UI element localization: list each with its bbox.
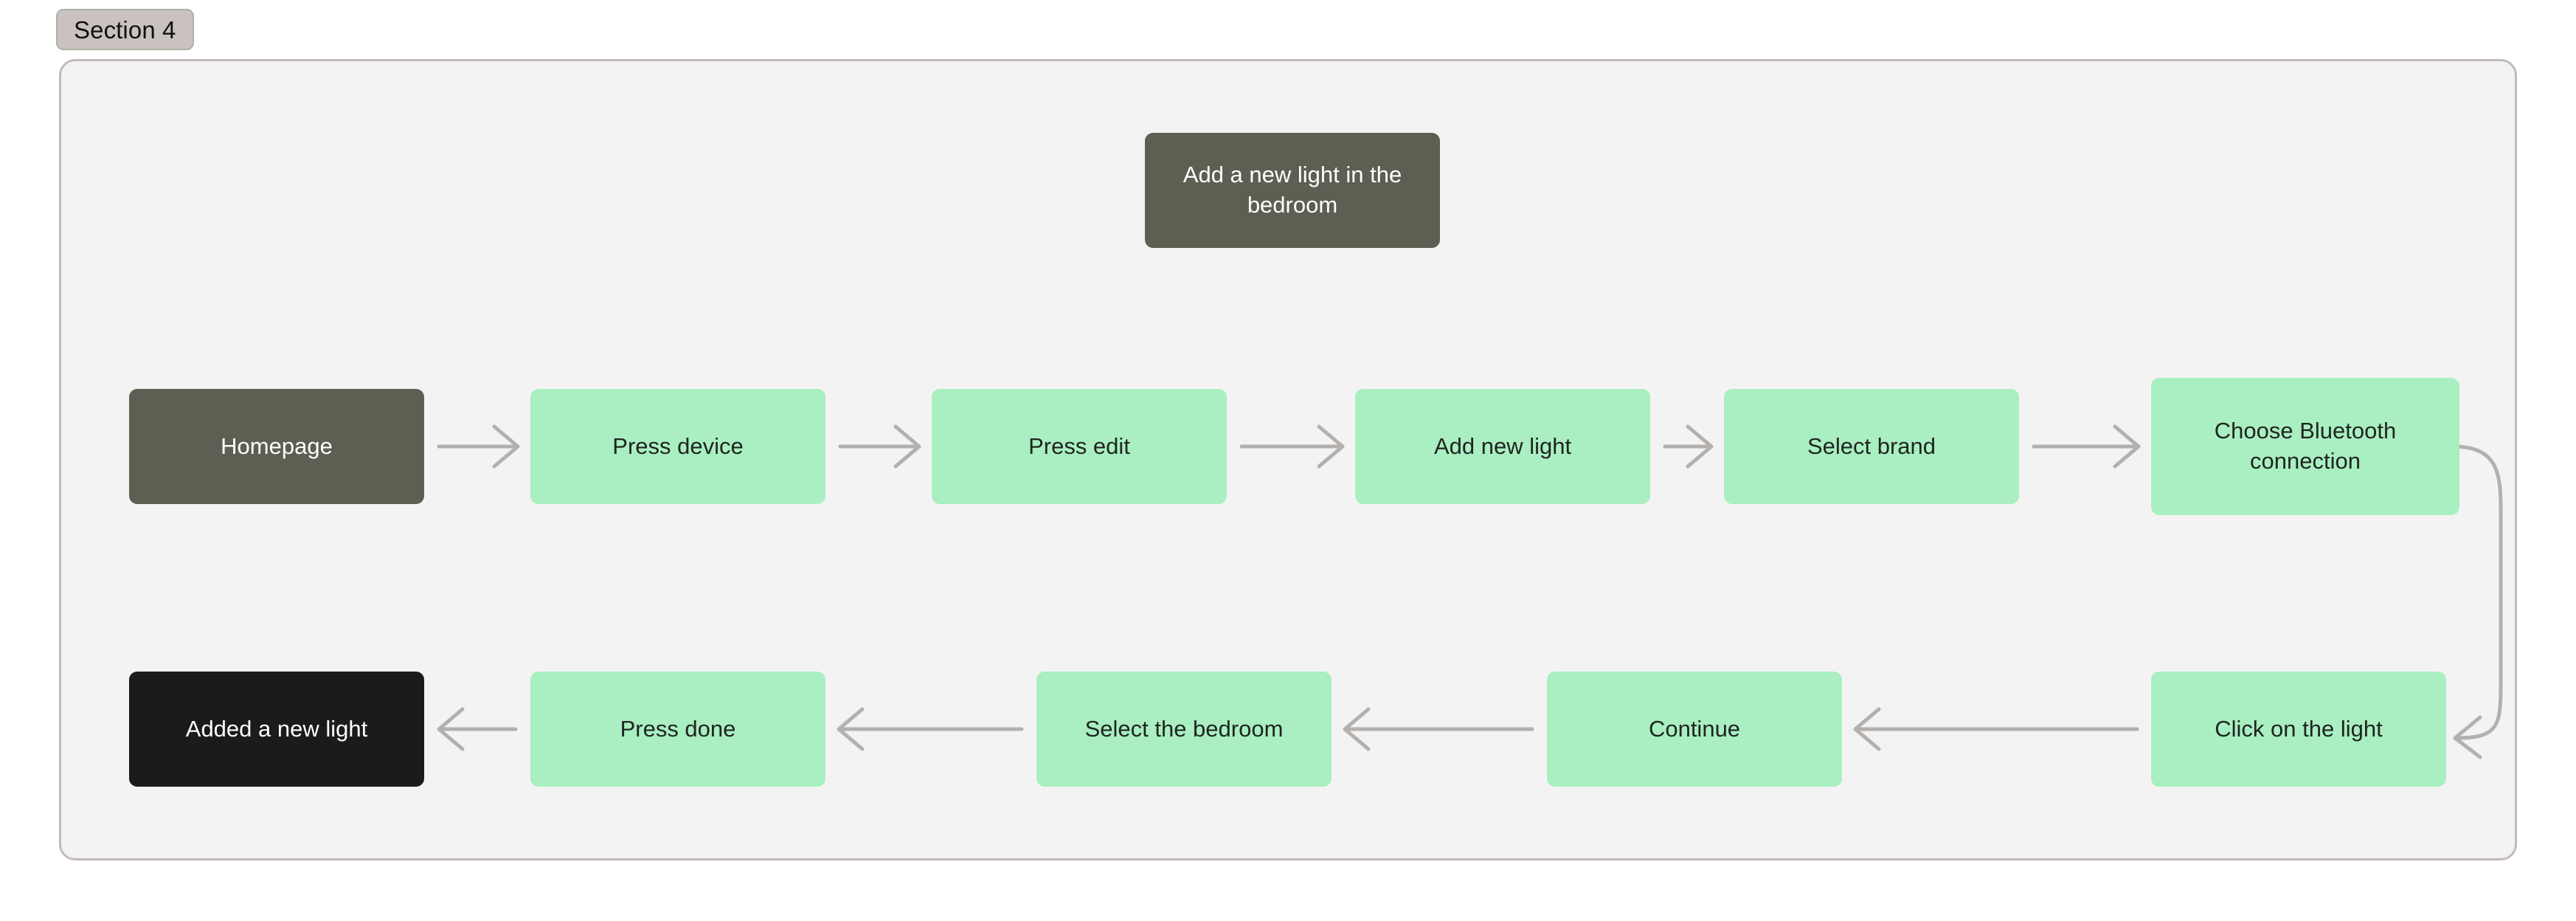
node-click-on-the-light[interactable]: Click on the light (2151, 672, 2446, 787)
node-label: Add new light (1433, 432, 1572, 459)
node-label: Homepage (221, 432, 333, 459)
node-label: Choose Bluetooth connection (2214, 418, 2397, 474)
node-title-label: Add a new light in the bedroom (1183, 162, 1402, 218)
node-homepage[interactable]: Homepage (129, 389, 424, 504)
node-label: Press device (612, 432, 744, 459)
node-label: Continue (1648, 715, 1741, 742)
node-press-done[interactable]: Press done (530, 672, 825, 787)
node-title[interactable]: Add a new light in the bedroom (1145, 133, 1440, 248)
section-badge[interactable]: Section 4 (56, 9, 194, 50)
node-select-brand[interactable]: Select brand (1724, 389, 2019, 504)
node-choose-bluetooth-connection[interactable]: Choose Bluetooth connection (2151, 378, 2459, 515)
node-label: Press done (620, 715, 736, 742)
node-label: Added a new light (185, 715, 368, 742)
node-label: Press edit (1028, 432, 1130, 459)
node-select-the-bedroom[interactable]: Select the bedroom (1036, 672, 1332, 787)
section-badge-label: Section 4 (74, 15, 176, 44)
node-label: Select brand (1807, 432, 1936, 459)
node-add-new-light[interactable]: Add new light (1355, 389, 1650, 504)
node-added-a-new-light[interactable]: Added a new light (129, 672, 424, 787)
node-press-device[interactable]: Press device (530, 389, 825, 504)
node-continue[interactable]: Continue (1547, 672, 1842, 787)
node-label: Click on the light (2215, 715, 2383, 742)
node-press-edit[interactable]: Press edit (932, 389, 1227, 504)
node-label: Select the bedroom (1084, 715, 1284, 742)
